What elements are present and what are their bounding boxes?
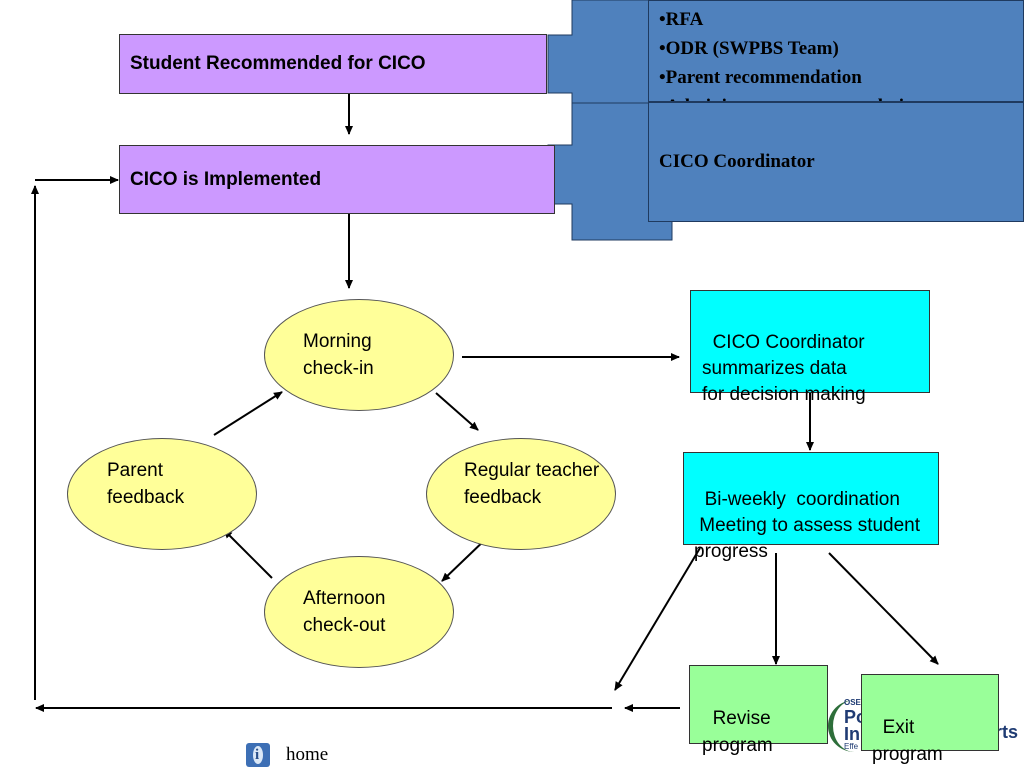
arrow-parent-to-morning xyxy=(213,391,283,436)
parent-feedback-node: Parent feedback xyxy=(67,438,257,550)
teacher-feedback-label: Regular teacher feedback xyxy=(464,460,600,508)
summarize-data-box: CICO Coordinator summarizes data for dec… xyxy=(690,290,930,405)
callout-referral-panel: •RFA •ODR (SWPBS Team) •Parent recommend… xyxy=(648,0,1024,102)
logo-text-fragment: In xyxy=(844,724,860,744)
coordinator-label: CICO Coordinator xyxy=(659,151,815,172)
referral-item: •Administrator recommendation xyxy=(659,92,1023,101)
arrow-afternoon-to-parent xyxy=(223,529,273,579)
morning-checkin-label: Morning check-in xyxy=(303,331,374,379)
home-link[interactable]: i home xyxy=(246,742,328,768)
referral-item: •ODR (SWPBS Team) xyxy=(659,38,839,59)
home-label[interactable]: home xyxy=(286,744,329,765)
referral-item: •RFA xyxy=(659,9,704,30)
afternoon-checkout-label: Afternoon check-out xyxy=(303,588,386,636)
referral-item: •Parent recommendation xyxy=(659,67,862,88)
afternoon-checkout-node: Afternoon check-out xyxy=(264,556,454,668)
morning-checkin-node: Morning check-in xyxy=(264,299,454,411)
logo-text-fragment: Effe xyxy=(844,742,859,751)
cico-implemented-label: CICO is Implemented xyxy=(130,168,322,190)
arrow-biweekly-to-return xyxy=(614,547,701,691)
logo-text-fragment: OSE xyxy=(844,698,861,707)
biweekly-meeting-label: Bi-weekly coordination Meeting to assess… xyxy=(694,489,921,562)
info-icon: i xyxy=(246,743,270,767)
arrow-morning-to-teacher xyxy=(435,392,479,431)
logo-swoosh xyxy=(828,700,881,752)
teacher-feedback-node: Regular teacher feedback xyxy=(426,438,616,550)
arrow-biweekly-to-exit xyxy=(828,552,939,665)
exit-program-box: Exit program xyxy=(861,674,999,765)
parent-feedback-label: Parent feedback xyxy=(107,460,185,508)
logo-text-fragment: rts xyxy=(995,722,1019,742)
exit-program-label: Exit program xyxy=(872,717,943,765)
callout-coordinator-panel: CICO Coordinator xyxy=(648,102,1024,222)
biweekly-meeting-box: Bi-weekly coordination Meeting to assess… xyxy=(683,452,939,562)
student-recommended-box: Student Recommended for CICO xyxy=(119,34,547,94)
summarize-data-label: CICO Coordinator summarizes data for dec… xyxy=(702,332,866,405)
revise-program-box: Revise program xyxy=(689,665,828,756)
student-recommended-label: Student Recommended for CICO xyxy=(130,53,426,74)
revise-program-label: Revise program xyxy=(702,708,773,756)
cico-implemented-box: CICO is Implemented xyxy=(119,145,555,214)
